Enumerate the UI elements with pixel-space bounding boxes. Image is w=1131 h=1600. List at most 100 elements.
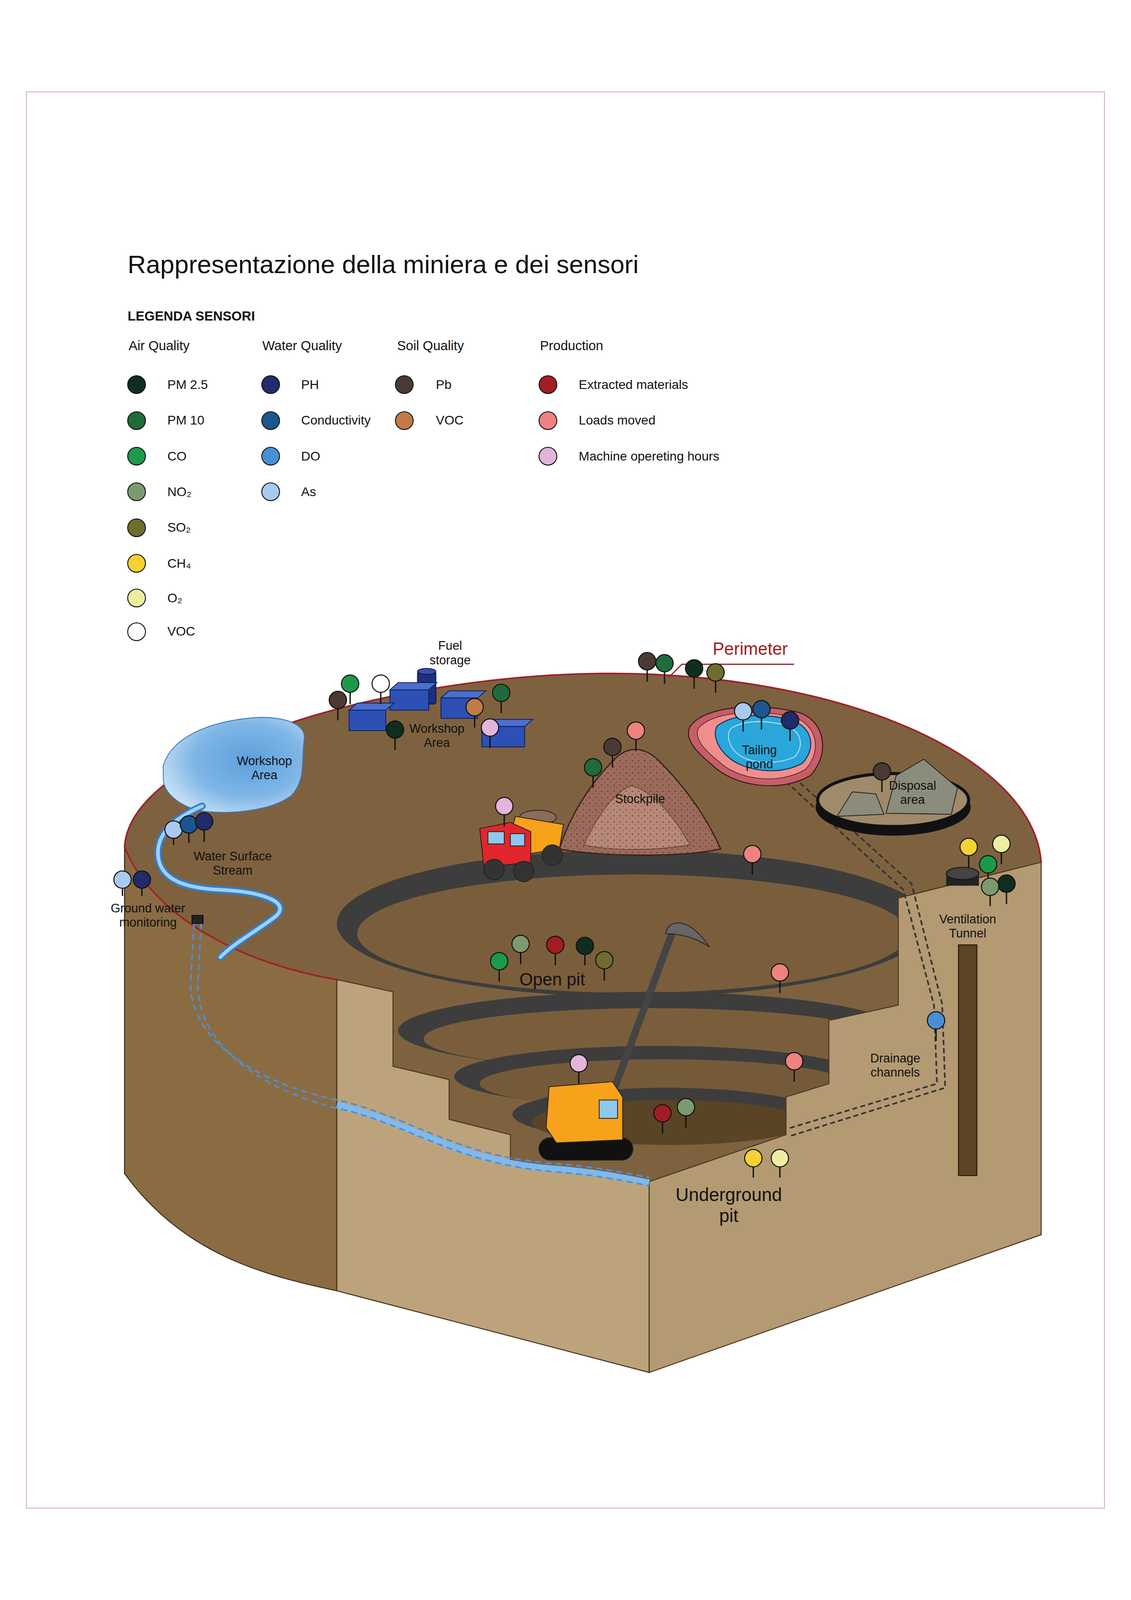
pin-stem (789, 729, 791, 742)
sensor-pin (180, 815, 198, 843)
pin-head (481, 719, 499, 737)
pin-stem (968, 855, 970, 868)
dump-truck (479, 810, 564, 882)
sensor-pin (195, 812, 213, 842)
legend-text: VOC (435, 413, 464, 428)
legend-text: CO (167, 448, 187, 464)
excavator-boom (612, 928, 674, 1095)
area-label: Workshop Area (230, 754, 299, 783)
area-label: Drainage channels (865, 1051, 925, 1080)
pin-head (734, 702, 752, 721)
legend-swatch (261, 446, 281, 466)
section-face (649, 862, 1042, 1373)
legend-text: NO₂ (167, 484, 192, 500)
pin-stem (394, 738, 396, 751)
sensor-pin (653, 1105, 672, 1135)
legend-swatch (394, 375, 414, 395)
legend-text: CH₄ (167, 555, 192, 571)
pin-head (511, 935, 530, 953)
sensor-pin (603, 738, 622, 768)
excavator-body (545, 1081, 623, 1143)
page-frame (26, 91, 1105, 1509)
pin-stem (1000, 852, 1002, 865)
pin-stem (554, 953, 556, 966)
pin-stem (349, 692, 351, 705)
pin-stem (188, 833, 190, 843)
truck-wheel (513, 861, 535, 882)
truck-cab (479, 822, 531, 868)
area-label: Disposal area (882, 778, 943, 808)
pin-head (959, 838, 978, 856)
pin-stem (661, 1122, 664, 1135)
pin-stem (1005, 892, 1007, 905)
pin-head (873, 762, 891, 781)
area-label: Workshop Area (402, 721, 472, 751)
zone-label: Underground pit (667, 1184, 791, 1227)
area-label: Water Surface Stream (189, 849, 276, 878)
legend-text: As (300, 484, 317, 500)
pin-head (114, 871, 132, 889)
sensor-pin (584, 758, 602, 789)
pin-head (180, 815, 198, 834)
legend-swatch (538, 446, 558, 466)
area-label: Ventilation Tunnel (931, 912, 1005, 941)
bench-slope (357, 874, 909, 994)
legend-swatch (127, 446, 146, 466)
legend-swatch (127, 411, 146, 431)
legend-group: Production (539, 338, 604, 354)
stream (157, 806, 281, 958)
sensor-pin (595, 951, 613, 981)
legend-swatch (261, 375, 281, 395)
pin-head (638, 652, 656, 670)
pin-head (685, 659, 703, 678)
pin-head (992, 835, 1011, 853)
pin-stem (603, 969, 606, 981)
pin-stem (751, 862, 753, 875)
sensor-pin (576, 937, 594, 966)
sensor-pin (752, 700, 771, 730)
pin-head (329, 691, 347, 709)
sensor-pin (511, 935, 530, 965)
pin-head (490, 952, 508, 971)
sensor-pin (495, 797, 514, 827)
pin-head (133, 871, 151, 889)
legend-swatch (538, 411, 558, 431)
pin-head (576, 937, 594, 955)
pin-stem (779, 1167, 781, 1178)
legend-swatch (394, 411, 414, 431)
sensor-pin (655, 654, 674, 685)
sensor-pin (959, 838, 978, 868)
pin-head (492, 684, 510, 702)
stockpile-texture (559, 749, 722, 856)
sensor-pin (570, 1054, 588, 1085)
legend-swatch (127, 482, 146, 502)
sensor-pin (873, 762, 891, 793)
sensor-pin (706, 664, 725, 694)
legend-swatch (127, 554, 146, 573)
pin-head (164, 820, 182, 839)
pin-stem (121, 888, 124, 897)
building-top (440, 690, 486, 699)
pin-head (655, 654, 674, 673)
stream (157, 806, 281, 958)
legend-group: Air Quality (128, 338, 190, 354)
pin-stem (646, 669, 649, 682)
sensor-pin (164, 820, 182, 846)
ventilation-cap (946, 867, 980, 880)
sensor-pin (997, 875, 1016, 905)
pin-stem (760, 717, 763, 730)
sensor-pin (771, 1149, 789, 1178)
pin-stem (578, 1072, 580, 1085)
pin-head (495, 797, 514, 815)
sensor-pin (771, 964, 789, 994)
sensor-pins (114, 652, 1016, 1178)
pin-stem (473, 715, 476, 728)
sensor-pin (677, 1098, 695, 1128)
pin-stem (379, 692, 382, 705)
legend-swatch (127, 375, 146, 395)
legend-text: Extracted materials (578, 377, 689, 393)
pin-head (771, 964, 789, 982)
pin-stem (503, 814, 505, 827)
pin-head (979, 855, 997, 873)
legend-text: PM 10 (167, 413, 205, 428)
